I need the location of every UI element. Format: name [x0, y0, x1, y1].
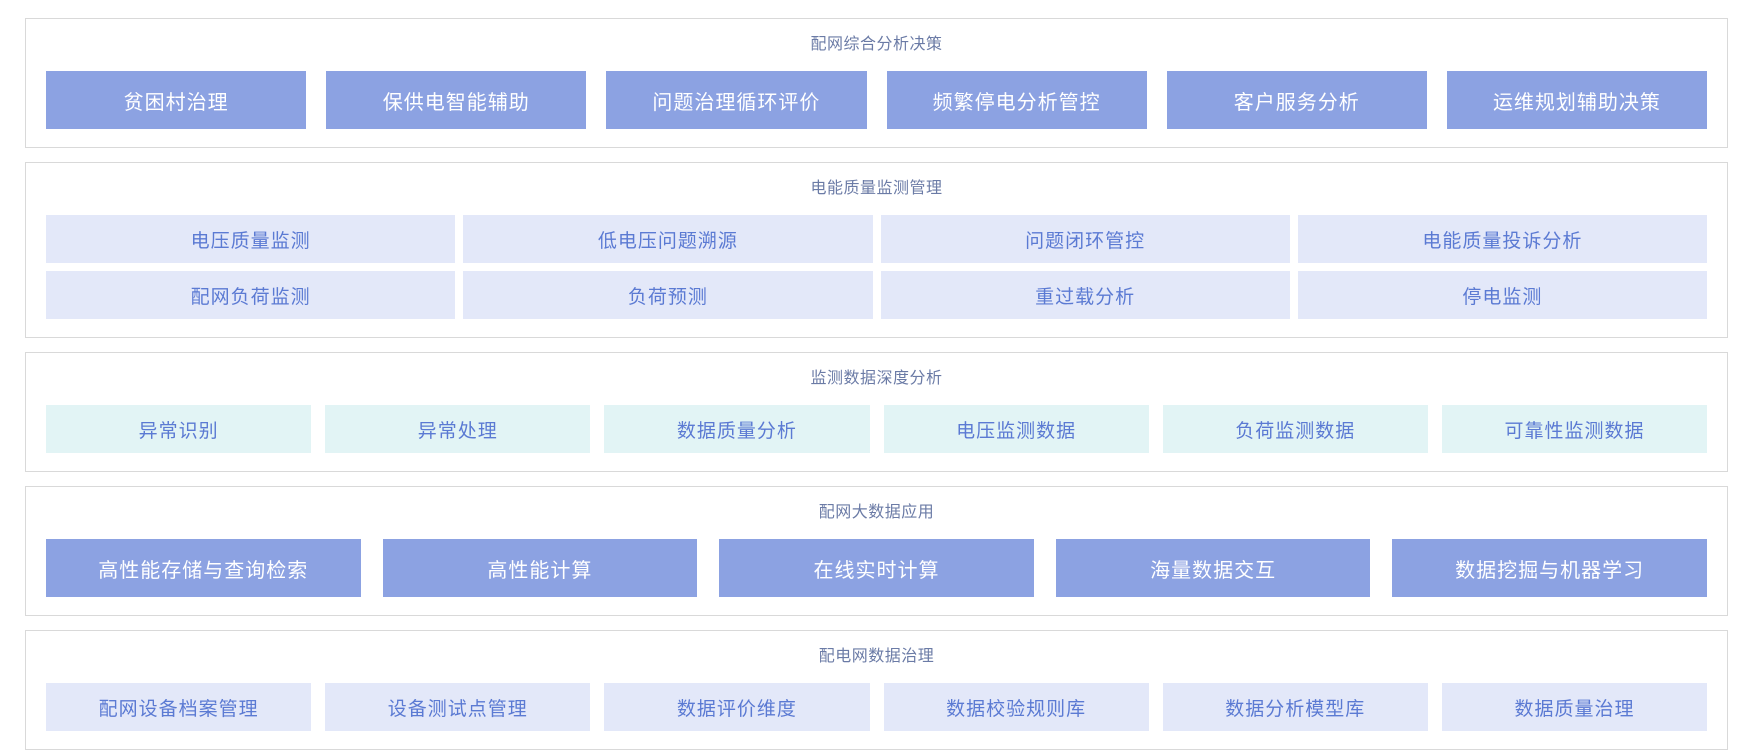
tile-load-monitoring-data[interactable]: 负荷监测数据 [1162, 405, 1428, 453]
section-comprehensive-analysis-decision: 配网综合分析决策贫困村治理保供电智能辅助问题治理循环评价频繁停电分析管控客户服务… [25, 18, 1728, 148]
tile-data-mining-machine-learning[interactable]: 数据挖掘与机器学习 [1392, 539, 1707, 597]
tile-high-performance-computing[interactable]: 高性能计算 [382, 539, 698, 597]
tile-data-evaluation-dimensions[interactable]: 数据评价维度 [604, 683, 870, 731]
section-distribution-data-governance: 配电网数据治理配网设备档案管理设备测试点管理数据评价维度数据校验规则库数据分析模… [25, 630, 1728, 750]
section-title-power-quality-monitoring-management: 电能质量监测管理 [810, 180, 943, 197]
section-title-distribution-data-governance: 配电网数据治理 [818, 648, 935, 665]
tile-issue-governance-cycle-evaluation[interactable]: 问题治理循环评价 [606, 71, 867, 129]
tile-row-power-quality-monitoring-management-1: 配网负荷监测负荷预测重过载分析停电监测 [46, 271, 1707, 319]
tile-row-monitoring-data-deep-analysis-0: 异常识别异常处理数据质量分析电压监测数据负荷监测数据可靠性监测数据 [46, 405, 1708, 453]
tile-poverty-village-governance[interactable]: 贫困村治理 [46, 71, 307, 129]
tile-customer-service-analysis[interactable]: 客户服务分析 [1166, 71, 1427, 129]
tile-reliability-monitoring-data[interactable]: 可靠性监测数据 [1441, 405, 1708, 453]
tile-data-validation-rule-library[interactable]: 数据校验规则库 [883, 683, 1149, 731]
section-title-comprehensive-analysis-decision: 配网综合分析决策 [810, 36, 943, 53]
tile-issue-closed-loop-control[interactable]: 问题闭环管控 [880, 215, 1290, 263]
tile-row-power-quality-monitoring-management-0: 电压质量监测低电压问题溯源问题闭环管控电能质量投诉分析 [46, 215, 1707, 263]
tile-online-realtime-computing[interactable]: 在线实时计算 [719, 539, 1034, 597]
tile-voltage-quality-monitoring[interactable]: 电压质量监测 [46, 215, 456, 263]
tile-power-supply-intelligent-assist[interactable]: 保供电智能辅助 [326, 71, 587, 129]
tile-power-quality-complaint-analysis[interactable]: 电能质量投诉分析 [1297, 215, 1707, 263]
tile-voltage-monitoring-data[interactable]: 电压监测数据 [883, 405, 1149, 453]
tile-grid-equipment-archive-management[interactable]: 配网设备档案管理 [46, 683, 312, 731]
tile-outage-monitoring[interactable]: 停电监测 [1297, 271, 1707, 319]
tile-row-distribution-data-governance-0: 配网设备档案管理设备测试点管理数据评价维度数据校验规则库数据分析模型库数据质量治… [46, 683, 1708, 731]
tile-data-analysis-model-library[interactable]: 数据分析模型库 [1162, 683, 1428, 731]
tile-row-big-data-application-0: 高性能存储与查询检索高性能计算在线实时计算海量数据交互数据挖掘与机器学习 [46, 539, 1707, 597]
tile-load-forecast[interactable]: 负荷预测 [463, 271, 873, 319]
tile-frequent-outage-analysis-control[interactable]: 频繁停电分析管控 [886, 71, 1147, 129]
tile-anomaly-identification[interactable]: 异常识别 [46, 405, 312, 453]
tile-equipment-test-point-management[interactable]: 设备测试点管理 [325, 683, 591, 731]
tile-om-planning-decision-support[interactable]: 运维规划辅助决策 [1446, 71, 1708, 129]
section-big-data-application: 配网大数据应用高性能存储与查询检索高性能计算在线实时计算海量数据交互数据挖掘与机… [25, 486, 1728, 616]
tile-data-quality-governance[interactable]: 数据质量治理 [1441, 683, 1708, 731]
section-monitoring-data-deep-analysis: 监测数据深度分析异常识别异常处理数据质量分析电压监测数据负荷监测数据可靠性监测数… [25, 352, 1728, 472]
tile-low-voltage-issue-tracing[interactable]: 低电压问题溯源 [463, 215, 873, 263]
architecture-panels: 配网综合分析决策贫困村治理保供电智能辅助问题治理循环评价频繁停电分析管控客户服务… [25, 18, 1728, 750]
tile-anomaly-handling[interactable]: 异常处理 [325, 405, 591, 453]
section-title-big-data-application: 配网大数据应用 [818, 504, 935, 521]
tile-high-performance-storage-query[interactable]: 高性能存储与查询检索 [46, 539, 361, 597]
tile-overload-analysis[interactable]: 重过载分析 [880, 271, 1290, 319]
section-title-monitoring-data-deep-analysis: 监测数据深度分析 [810, 370, 943, 387]
tile-data-quality-analysis[interactable]: 数据质量分析 [604, 405, 870, 453]
tile-grid-load-monitoring[interactable]: 配网负荷监测 [46, 271, 456, 319]
tile-massive-data-exchange[interactable]: 海量数据交互 [1055, 539, 1371, 597]
tile-row-comprehensive-analysis-decision-0: 贫困村治理保供电智能辅助问题治理循环评价频繁停电分析管控客户服务分析运维规划辅助… [46, 71, 1708, 129]
section-power-quality-monitoring-management: 电能质量监测管理电压质量监测低电压问题溯源问题闭环管控电能质量投诉分析配网负荷监… [25, 162, 1728, 338]
